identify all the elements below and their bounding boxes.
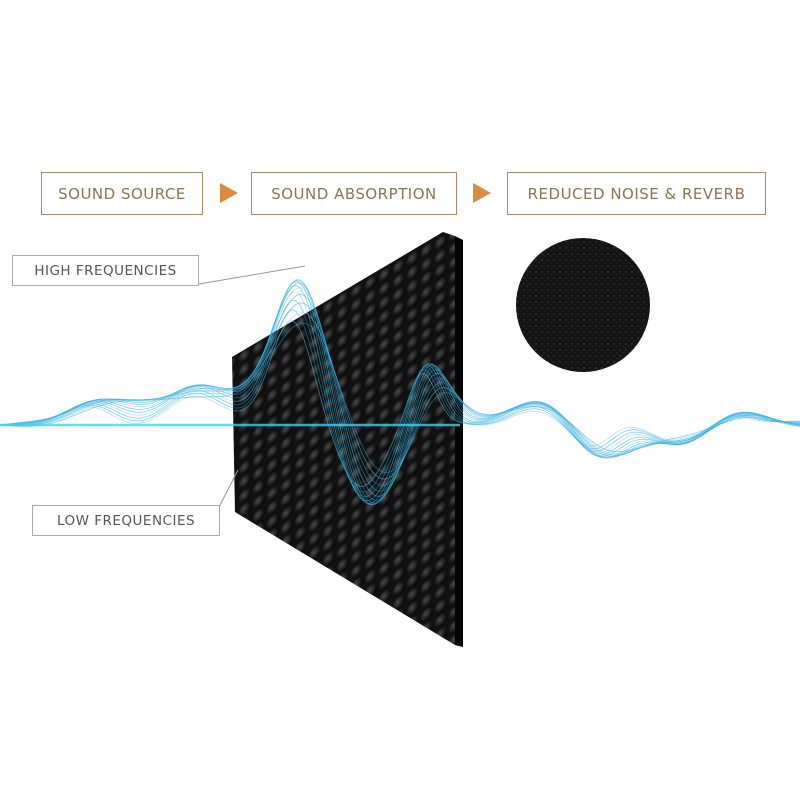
step-sound-source: SOUND SOURCE	[41, 172, 203, 215]
high-frequencies-label: HIGH FREQUENCIES	[12, 255, 199, 286]
foam-panel	[232, 232, 463, 647]
foam-texture-swatch	[516, 238, 650, 372]
high-frequency-leader-line	[198, 265, 306, 285]
step-sound-absorption: SOUND ABSORPTION	[251, 172, 457, 215]
low-frequency-leader-line	[218, 469, 239, 508]
wave-line	[0, 312, 800, 480]
low-frequencies-label: LOW FREQUENCIES	[32, 505, 220, 536]
arrow-right-icon	[473, 183, 491, 203]
step-reduced-noise: REDUCED NOISE & REVERB	[507, 172, 766, 215]
arrow-right-icon	[220, 183, 238, 203]
wave-line	[0, 322, 800, 473]
sound-waves	[0, 279, 800, 506]
